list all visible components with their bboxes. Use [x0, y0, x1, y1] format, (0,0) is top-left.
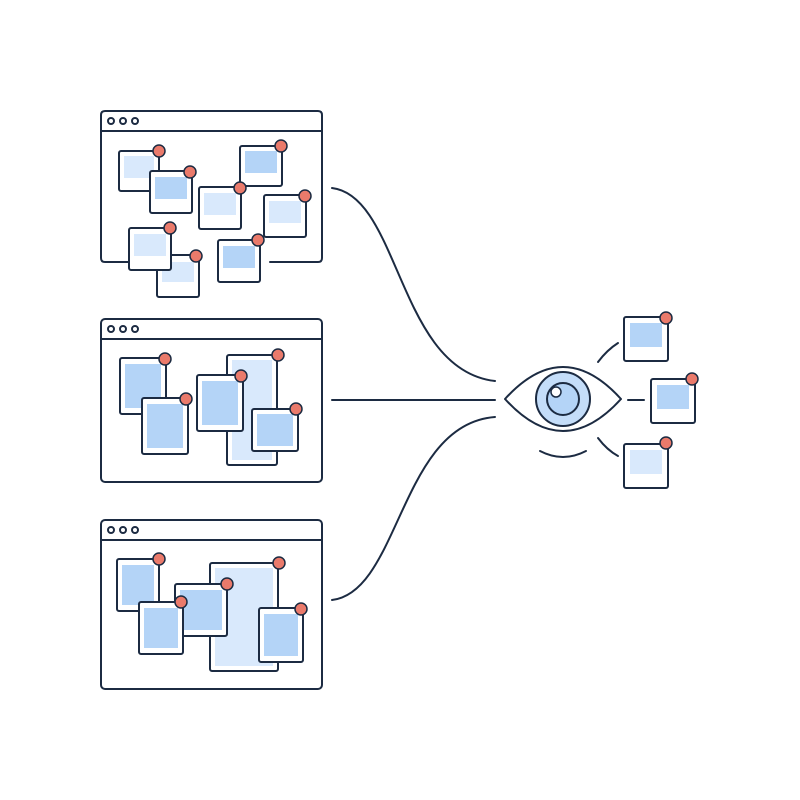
window-control-dot [107, 117, 115, 125]
card-icon [217, 233, 265, 283]
window-cards [118, 139, 312, 298]
card-icon [198, 181, 247, 230]
notification-dot [289, 402, 303, 416]
card-preview [657, 385, 689, 409]
notification-dot [152, 552, 166, 566]
notification-dot [659, 311, 673, 325]
card-icon [650, 372, 699, 424]
card-preview [630, 323, 662, 347]
notification-dot [271, 348, 285, 362]
notification-dot [685, 372, 699, 386]
browser-window-icon [100, 318, 323, 483]
window-control-dot [131, 117, 139, 125]
card-preview [202, 381, 238, 425]
notification-dot [298, 189, 312, 203]
window-control-dot [119, 117, 127, 125]
notification-dot [183, 165, 197, 179]
card-preview [124, 156, 154, 178]
card-icon [258, 602, 308, 663]
notification-dot [158, 352, 172, 366]
eye-icon [504, 366, 622, 458]
window-control-dot [131, 325, 139, 333]
card-preview [264, 614, 298, 656]
notification-dot [294, 602, 308, 616]
window-cards [116, 552, 308, 672]
window-frame [100, 110, 323, 263]
card-preview [257, 414, 293, 446]
card-icon [623, 311, 673, 362]
notification-dot [163, 221, 177, 235]
browser-window-icon [100, 110, 323, 298]
card-preview [245, 151, 277, 173]
window-control-dot [107, 526, 115, 534]
notification-dot [272, 556, 286, 570]
ray-bottom [597, 437, 619, 457]
window-frame [100, 519, 323, 690]
card-icon [196, 369, 248, 432]
card-icon [623, 436, 673, 489]
window-frame [100, 318, 323, 483]
card-preview [134, 234, 166, 256]
window-control-dot [107, 325, 115, 333]
card-preview [630, 450, 662, 474]
card-preview [180, 590, 222, 630]
card-preview [269, 201, 301, 223]
notification-dot [174, 595, 188, 609]
card-icon [138, 595, 188, 655]
card-preview [155, 177, 187, 199]
card-icon [149, 165, 197, 214]
card-icon [263, 189, 312, 238]
card-icon [174, 577, 234, 637]
window-control-dot [131, 526, 139, 534]
notification-dot [179, 392, 193, 406]
card-icon [128, 221, 177, 271]
notification-dot [152, 144, 166, 158]
window-control-dot [119, 325, 127, 333]
card-icon [141, 392, 193, 455]
card-preview [144, 608, 178, 648]
notification-dot [189, 249, 203, 263]
notification-dot [659, 436, 673, 450]
ray-top [597, 342, 619, 363]
window-control-dot [119, 526, 127, 534]
window-cards [119, 348, 303, 466]
eye-pupil [546, 382, 580, 416]
eye-highlight [550, 386, 562, 398]
notification-dot [233, 181, 247, 195]
connector-top [331, 187, 496, 382]
notification-dot [234, 369, 248, 383]
connector-bottom [331, 416, 496, 601]
notification-dot [251, 233, 265, 247]
card-preview [122, 565, 154, 605]
card-icon [239, 139, 288, 187]
notification-dot [274, 139, 288, 153]
connectors [331, 187, 496, 601]
card-preview [147, 404, 183, 448]
notification-dot [220, 577, 234, 591]
card-icon [251, 402, 303, 452]
browser-window-icon [100, 519, 323, 690]
eye-rays [597, 342, 645, 457]
output-cards [623, 311, 699, 489]
card-preview [223, 246, 255, 268]
card-preview [204, 193, 236, 215]
eye-lash-arc [539, 450, 587, 458]
